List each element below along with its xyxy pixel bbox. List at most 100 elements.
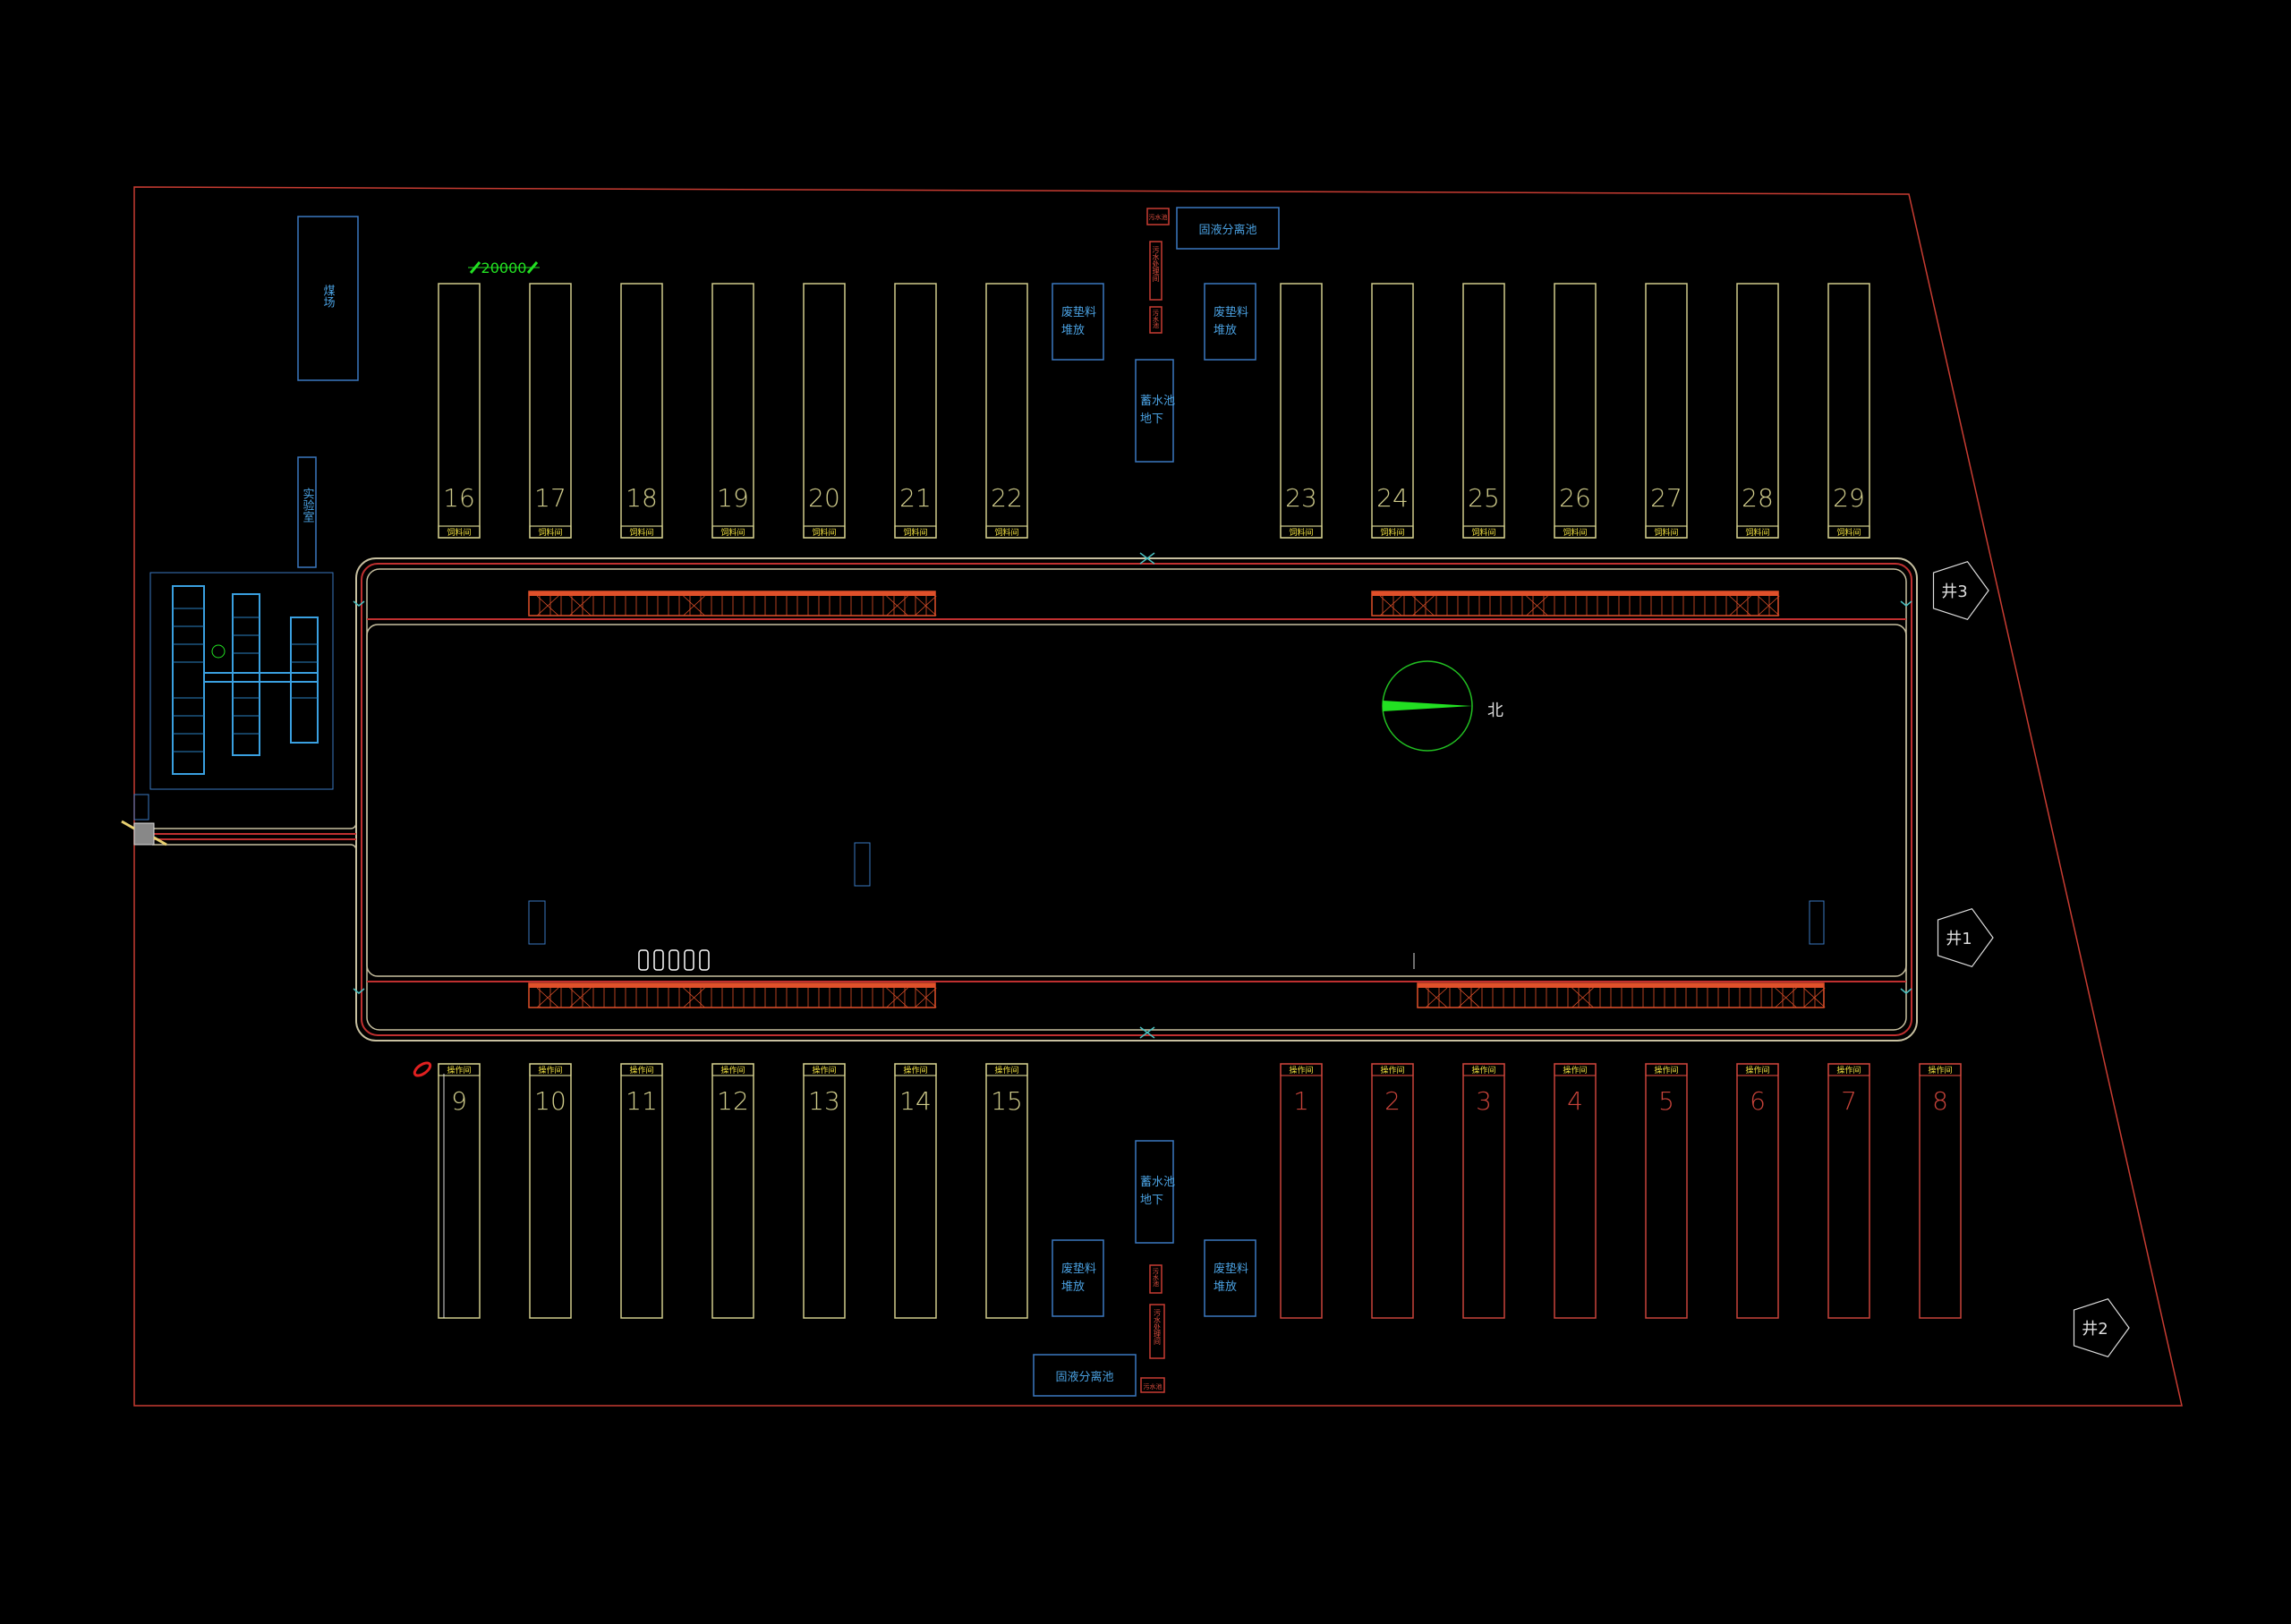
barn-room-label: 操作间 xyxy=(812,1065,836,1076)
coal-yard-label: 煤场 xyxy=(321,285,336,308)
sewage-pool-label: 污水池 xyxy=(1144,1382,1163,1390)
barn-room xyxy=(894,1063,937,1076)
well-marker: 井2 xyxy=(2073,1297,2130,1358)
small-compass-icon xyxy=(211,644,226,659)
barn-room xyxy=(803,525,846,539)
solid-liquid-label: 固液分离池 xyxy=(1055,1370,1113,1384)
barn-room xyxy=(1371,525,1414,539)
barn-room xyxy=(711,1063,754,1076)
solid-liquid-separation-tank xyxy=(1033,1354,1137,1397)
barn-room-label: 饲料间 xyxy=(1563,527,1587,538)
compass-north-label: 北 xyxy=(1487,701,1503,720)
barn-room-label: 饲料间 xyxy=(1745,527,1769,538)
barn-buildings: 饲料间16饲料间17饲料间18饲料间19饲料间20饲料间21饲料间22饲料间23… xyxy=(438,283,1962,1319)
barn-room-label: 饲料间 xyxy=(629,527,653,538)
small-equipment-boxes xyxy=(528,842,1825,945)
barn-room-label: 饲料间 xyxy=(720,527,745,538)
reservoir-label-line1: 蓄水池 xyxy=(1140,395,1175,408)
barn-room xyxy=(1280,1063,1323,1076)
barn-number: 3 xyxy=(1476,1086,1492,1116)
barn-room xyxy=(985,525,1028,539)
corridor-strip xyxy=(528,591,937,616)
barn-room-label: 操作间 xyxy=(538,1065,562,1076)
north-arrow-icon xyxy=(1382,660,1473,752)
parked-cars xyxy=(638,949,710,971)
dimension-text: 20000 xyxy=(481,259,527,276)
service-corridors xyxy=(528,591,1826,1008)
barn-number: 29 xyxy=(1833,483,1865,513)
sewage-pool-small-label: 污水池 xyxy=(1153,310,1160,328)
barn-room-label: 饲料间 xyxy=(1836,527,1861,538)
bedding-label-line1: 废垫料 xyxy=(1061,1262,1096,1276)
barn-number: 19 xyxy=(717,483,749,513)
well-pentagon-icon xyxy=(2073,1297,2130,1358)
reservoir-label-line2: 地下 xyxy=(1140,412,1163,426)
office-complex xyxy=(149,572,334,790)
well-label: 井3 xyxy=(1941,582,1967,601)
bedding-label-line2: 堆放 xyxy=(1214,324,1237,337)
barn-number: 18 xyxy=(626,483,658,513)
barn-number: 13 xyxy=(808,1086,840,1116)
sewage-treatment-room xyxy=(1149,1304,1165,1359)
barn-room-label: 操作间 xyxy=(1471,1065,1495,1076)
barn-room xyxy=(1554,525,1597,539)
barn-number: 5 xyxy=(1658,1086,1674,1116)
barn-room-label: 操作间 xyxy=(1928,1065,1952,1076)
barn-building: 饲料间 18 xyxy=(620,283,663,539)
well-label: 井2 xyxy=(2082,1320,2108,1339)
barn-number: 9 xyxy=(451,1086,467,1116)
bedding-label-line1: 废垫料 xyxy=(1214,1262,1248,1276)
barn-number: 26 xyxy=(1559,483,1591,513)
bedding-label-line2: 堆放 xyxy=(1061,1280,1085,1294)
well-pentagon-icon xyxy=(1932,560,1989,621)
barn-number: 1 xyxy=(1293,1086,1309,1116)
solid-liquid-label: 固液分离池 xyxy=(1198,223,1256,237)
bedding-storage xyxy=(1204,283,1256,361)
corridor-strip xyxy=(1371,591,1780,616)
barn-number: 20 xyxy=(808,483,840,513)
barn-room-label: 饲料间 xyxy=(903,527,927,538)
well-marker: 井1 xyxy=(1937,907,1994,968)
vehicle-icon xyxy=(413,1061,432,1077)
barn-number: 4 xyxy=(1567,1086,1583,1116)
wells: 井3 井1 井2 xyxy=(1932,560,2130,1358)
barn-number: 28 xyxy=(1742,483,1774,513)
barn-room xyxy=(438,1063,481,1076)
barn-building: 操作间 8 xyxy=(1919,1063,1962,1319)
barn-room-label: 饲料间 xyxy=(1380,527,1404,538)
barn-room xyxy=(1919,1063,1962,1076)
barn-room-label: 操作间 xyxy=(903,1065,927,1076)
barn-number: 8 xyxy=(1932,1086,1948,1116)
bedding-label-line2: 堆放 xyxy=(1214,1280,1237,1294)
barn-building: 操作间 3 xyxy=(1462,1063,1505,1319)
barn-room xyxy=(803,1063,846,1076)
well-pentagon-icon xyxy=(1937,907,1994,968)
barn-room xyxy=(1645,1063,1688,1076)
barn-room-label: 饲料间 xyxy=(1471,527,1495,538)
barn-room xyxy=(1462,1063,1505,1076)
sewage-pool-label: 污水池 xyxy=(1149,213,1168,221)
barn-room xyxy=(620,1063,663,1076)
ring-road xyxy=(134,557,1918,1042)
barn-building: 操作间 13 xyxy=(803,1063,846,1319)
barn-room xyxy=(894,525,937,539)
barn-room xyxy=(1827,1063,1870,1076)
well-marker: 井3 xyxy=(1932,560,1989,621)
facilities: 煤场实验室固液分离池废垫料堆放废垫料堆放蓄水池地下污水池污水处理间污水池固液分离… xyxy=(297,207,1280,1397)
lab-label: 实验室 xyxy=(301,488,315,523)
barn-number: 2 xyxy=(1384,1086,1401,1116)
sewage-room-label: 污水处理间 xyxy=(1154,1308,1162,1346)
dimension-line xyxy=(468,261,540,274)
underground-reservoir xyxy=(1135,359,1174,463)
barn-room-label: 操作间 xyxy=(1380,1065,1404,1076)
barn-room-label: 饲料间 xyxy=(538,527,562,538)
barn-room xyxy=(529,1063,572,1076)
barn-room xyxy=(1280,525,1323,539)
